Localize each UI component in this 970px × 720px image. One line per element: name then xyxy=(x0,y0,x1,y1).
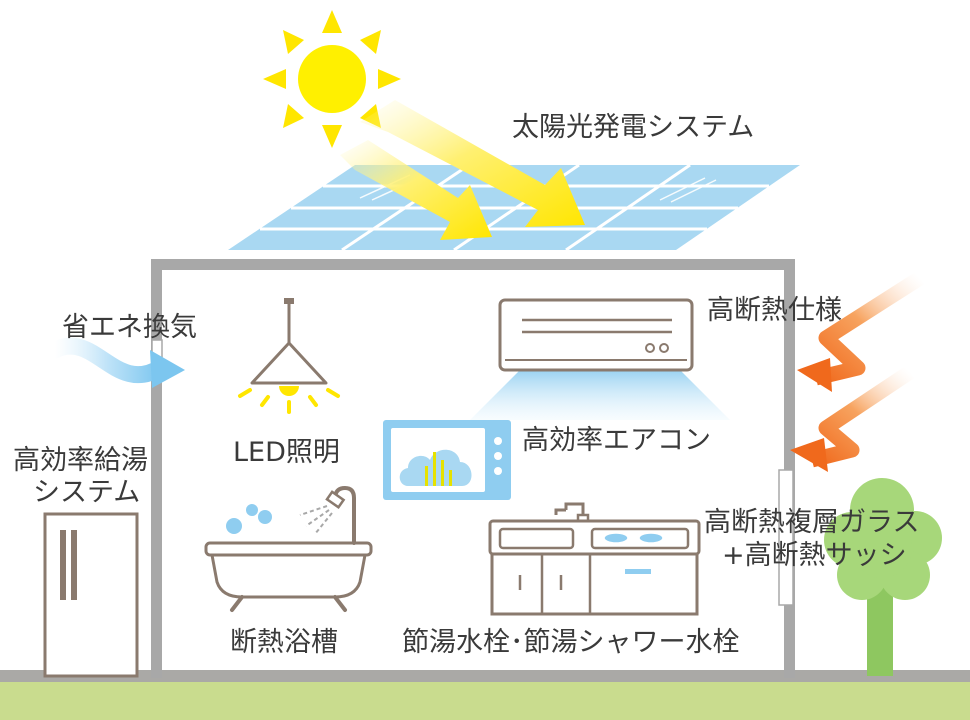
sun-ray-arrows xyxy=(340,100,585,240)
label-led: LED照明 xyxy=(233,437,340,468)
shower-icon xyxy=(299,485,356,545)
window-sash xyxy=(778,469,794,606)
pendant-lamp-icon xyxy=(238,298,340,414)
label-ventilation: 省エネ換気 xyxy=(62,312,197,343)
ground-line xyxy=(0,670,970,682)
kitchen-sink-icon xyxy=(488,502,701,616)
label-water-heater-1: 高効率給湯 xyxy=(13,445,148,476)
bathtub-icon xyxy=(204,504,373,612)
tree-icon xyxy=(824,478,942,676)
label-water-heater-2: システム xyxy=(33,477,141,508)
ventilation-arrow-icon xyxy=(46,337,185,388)
label-aircon: 高効率エアコン xyxy=(522,425,711,456)
heat-arrow-icon xyxy=(790,271,925,472)
house-frame xyxy=(151,259,795,678)
sun-icon xyxy=(263,10,401,148)
ground xyxy=(0,676,970,720)
water-heater-icon xyxy=(43,512,139,678)
label-faucet: 節湯水栓･節湯シャワー水栓 xyxy=(402,627,740,658)
label-bathtub: 断熱浴槽 xyxy=(230,627,338,658)
label-glass-1: 高断熱複層ガラス xyxy=(704,507,920,538)
air-conditioner-icon xyxy=(470,298,730,420)
monitor-chart-icon xyxy=(383,420,511,500)
label-solar: 太陽光発電システム xyxy=(512,112,755,143)
label-glass-2: +高断熱サッシ xyxy=(722,540,907,571)
label-insulation: 高断熱仕様 xyxy=(707,295,842,326)
